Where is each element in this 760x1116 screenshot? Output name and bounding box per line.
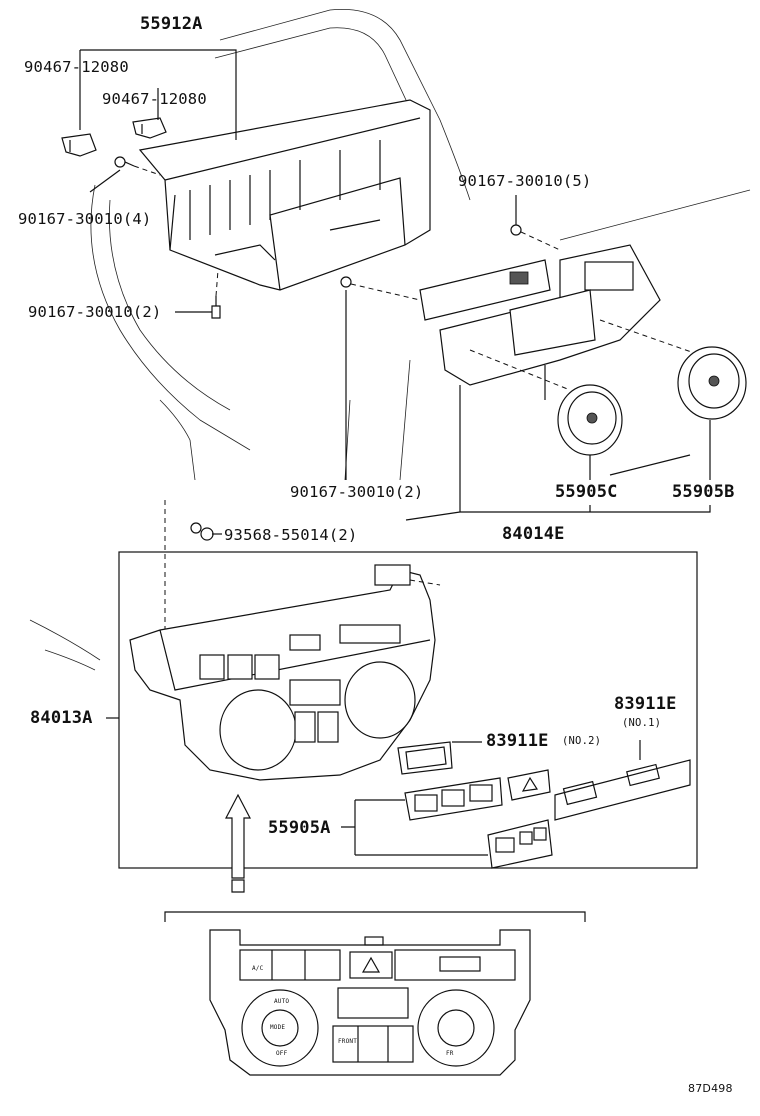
leader-55905A xyxy=(341,799,488,856)
display-frame-83911E-no1 xyxy=(554,740,691,821)
display-frame-83911E-no2 xyxy=(397,741,482,775)
assembly-box xyxy=(118,551,698,869)
panel-text-off: OFF xyxy=(276,1050,288,1057)
part-label-no2: (NO.2) xyxy=(562,735,602,747)
screw-90167-5 xyxy=(510,224,561,251)
button-set-55905A-top xyxy=(404,777,503,821)
part-label-84013A: 84013A xyxy=(30,708,93,728)
part-label-83911E-no2: 83911E xyxy=(486,731,549,751)
housing-84013A xyxy=(129,564,441,781)
panel-text-ac: A/C xyxy=(252,965,264,972)
screw-90167-2b xyxy=(340,276,421,301)
control-panel-assembled xyxy=(209,929,531,1076)
bracket-55912A xyxy=(138,99,431,291)
part-label-90167-2a: 90167-30010(2) xyxy=(28,303,162,321)
part-label-55905C: 55905C xyxy=(555,482,618,502)
arrow-up-icon xyxy=(225,793,251,893)
screw-90167-2a xyxy=(211,269,221,319)
part-label-90167-5: 90167-30010(5) xyxy=(458,172,592,190)
panel-text-front: FRONT xyxy=(338,1038,358,1045)
panel-text-auto: AUTO xyxy=(274,998,290,1005)
part-label-90467-left: 90467-12080 xyxy=(24,58,129,76)
clip-90467-left xyxy=(61,133,97,157)
hazard-button xyxy=(507,769,551,801)
part-label-90467-right: 90467-12080 xyxy=(102,90,207,108)
part-label-no1: (NO.1) xyxy=(622,717,662,729)
part-label-90167-4: 90167-30010(4) xyxy=(18,210,152,228)
diagram-reference-code: 87D498 xyxy=(688,1082,733,1095)
panel-text-mode: MODE xyxy=(270,1024,286,1031)
part-label-55905B: 55905B xyxy=(672,482,735,502)
dashboard-outline xyxy=(29,9,751,671)
part-label-84014E: 84014E xyxy=(502,524,565,544)
part-label-55912A: 55912A xyxy=(140,14,203,34)
part-label-90167-2b: 90167-30010(2) xyxy=(290,483,424,501)
part-label-93568: 93568-55014(2) xyxy=(224,526,358,544)
bottom-bracket-line xyxy=(164,911,586,922)
screw-90167-4 xyxy=(114,156,161,176)
knob-55905B xyxy=(677,346,747,420)
clip-90467-right xyxy=(132,117,167,139)
leader-lines-top xyxy=(79,49,711,535)
part-label-83911E-no1: 83911E xyxy=(614,694,677,714)
screw-93568 xyxy=(190,522,214,541)
circuit-board-84014E xyxy=(419,244,701,400)
part-label-55905A: 55905A xyxy=(268,818,331,838)
panel-text-fr: FR xyxy=(446,1050,454,1057)
button-set-55905A-bottom xyxy=(487,819,553,869)
knob-55905C xyxy=(557,384,623,456)
